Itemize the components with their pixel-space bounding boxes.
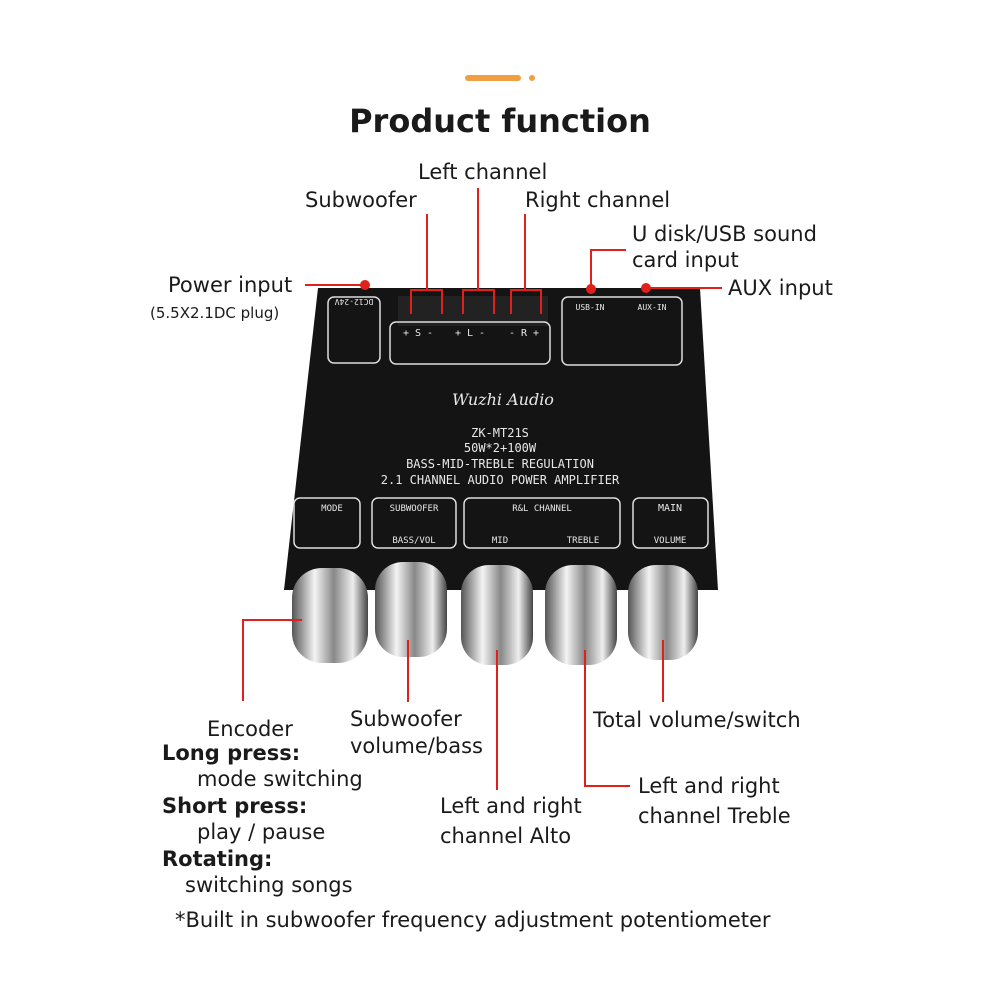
aux-label: AUX-IN [638, 303, 667, 312]
label-aux: AUX input [728, 276, 833, 300]
brand-logo: Wuzhi Audio [452, 390, 554, 409]
label-left-channel: Left channel [418, 160, 548, 184]
label-power: Power input [168, 273, 293, 297]
accent-bar [465, 75, 521, 81]
knobs [292, 562, 698, 665]
volume-label: VOLUME [654, 536, 687, 546]
label-alto-1: Left and right [440, 794, 582, 818]
board-line1: BASS-MID-TREBLE REGULATION [406, 457, 594, 471]
label-udisk-1: U disk/USB sound [632, 222, 817, 246]
accent-dot [529, 75, 535, 81]
treble-label: TREBLE [567, 536, 600, 546]
bassvol-label: BASS/VOL [392, 536, 435, 546]
usb-label: USB-IN [576, 303, 605, 312]
label-udisk-2: card input [632, 248, 739, 272]
label-rotating-desc: switching songs [185, 873, 353, 897]
label-treble-2: channel Treble [638, 804, 791, 828]
label-alto-2: channel Alto [440, 824, 572, 848]
sub-terminal: + S - [403, 328, 433, 339]
label-power-sub: (5.5X2.1DC plug) [150, 304, 280, 322]
subwoofer-label: SUBWOOFER [390, 504, 439, 514]
label-right-channel: Right channel [525, 188, 671, 212]
right-terminal: - R + [509, 328, 539, 339]
footnote: *Built in subwoofer frequency adjustment… [175, 908, 771, 932]
label-short-press-desc: play / pause [197, 820, 326, 844]
board-line2: 2.1 CHANNEL AUDIO POWER AMPLIFIER [381, 473, 620, 487]
rl-label: R&L CHANNEL [512, 504, 572, 514]
mode-label: MODE [321, 504, 343, 514]
page-title: Product function [349, 102, 651, 140]
label-sub-vol-2: volume/bass [350, 734, 483, 758]
dc-label: DC12-24V [335, 297, 374, 306]
main-label: MAIN [658, 503, 682, 514]
label-rotating: Rotating: [162, 847, 273, 871]
label-long-press-desc: mode switching [197, 767, 363, 791]
label-subwoofer: Subwoofer [305, 188, 417, 212]
label-encoder: Encoder [207, 717, 293, 741]
model: ZK-MT21S [471, 426, 529, 440]
label-total-volume: Total volume/switch [593, 708, 801, 732]
label-short-press: Short press: [162, 794, 308, 818]
left-terminal: + L - [455, 328, 485, 339]
label-long-press: Long press: [162, 741, 301, 765]
mid-label: MID [492, 536, 508, 546]
label-sub-vol-1: Subwoofer [350, 707, 462, 731]
power-rating: 50W*2+100W [464, 441, 537, 455]
label-treble-1: Left and right [638, 774, 780, 798]
